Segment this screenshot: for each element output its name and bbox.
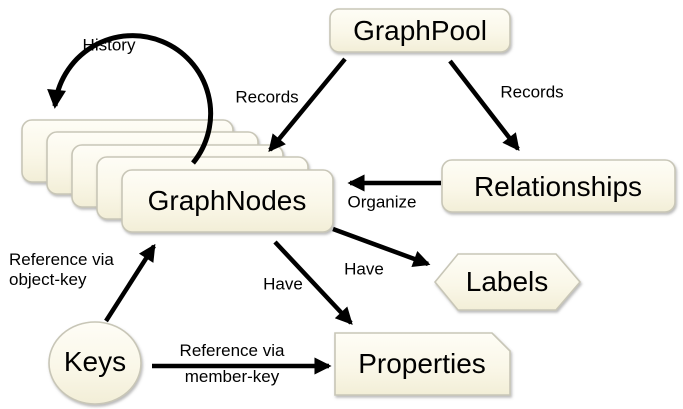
history-self-loop-arrow <box>47 33 214 165</box>
keys-node-label: Keys <box>63 346 127 377</box>
relationships-node-label: Relationships <box>473 171 643 202</box>
have-labels-edge-label: Have <box>344 259 384 279</box>
graphpool-node-shape <box>329 8 511 53</box>
reference-object-key-arrow <box>104 243 156 323</box>
records-relationships-edge-label: Records <box>500 82 564 102</box>
relationships-node-shape <box>441 159 676 213</box>
have-properties-arrow <box>273 240 353 325</box>
graphnodes-stack <box>21 119 334 233</box>
records-to-relationships-arrow <box>448 59 520 152</box>
records-to-graphnodes-arrow <box>268 57 347 152</box>
have-properties-edge-label: Have <box>263 274 303 294</box>
properties-node-shape <box>334 332 511 396</box>
reference-object-key-line2: object-key <box>9 270 87 289</box>
graphnodes-node-shape <box>121 169 334 233</box>
history-edge-label: History <box>82 35 136 55</box>
reference-object-key-edge-label: Reference via object-key <box>9 250 114 290</box>
reference-member-key-line1: Reference via <box>179 341 285 360</box>
organize-edge-label: Organize <box>347 192 417 212</box>
graphnodes-node-label: GraphNodes <box>147 185 307 216</box>
properties-node-label: Properties <box>358 348 486 379</box>
graphpool-node-label: GraphPool <box>353 15 487 46</box>
reference-object-key-line1: Reference via <box>9 250 114 269</box>
keys-node-shape <box>48 321 142 405</box>
labels-node-shape <box>433 253 582 311</box>
records-graphnodes-edge-label: Records <box>235 87 299 107</box>
labels-node-label: Labels <box>465 266 549 297</box>
have-labels-arrow <box>332 226 431 267</box>
reference-member-key-edge-label: Reference via member-key <box>180 338 285 390</box>
reference-member-key-line2: member-key <box>184 367 280 386</box>
